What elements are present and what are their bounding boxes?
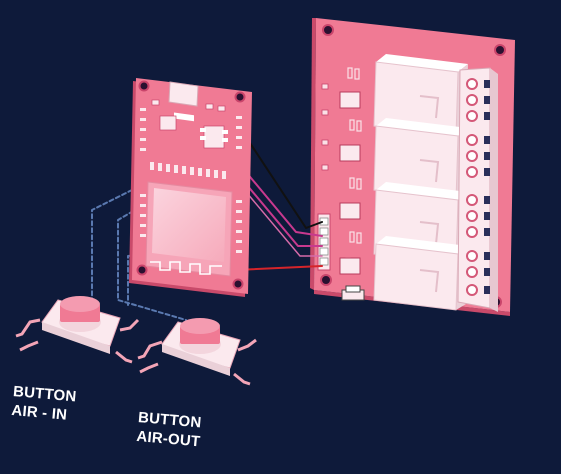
wire-magenta-2 [235, 171, 323, 247]
esp-chip-small [200, 128, 228, 142]
esp-smd [151, 99, 226, 149]
usb-connector [168, 81, 199, 122]
wires [91, 129, 323, 321]
esp-board [129, 78, 252, 297]
relay-4 [373, 236, 468, 311]
jumper [341, 285, 365, 301]
esp-pins-top [150, 162, 226, 179]
screw-terminals [457, 67, 498, 312]
relay-blocks [373, 54, 468, 311]
smd-pads [321, 83, 329, 171]
esp-pins-right [236, 116, 242, 253]
label-button-air-out: BUTTON AIR-OUT [136, 408, 203, 451]
relay-module [310, 18, 515, 316]
transistors [339, 91, 361, 275]
wire-magenta-1 [235, 159, 323, 237]
mount-hole [494, 44, 506, 56]
push-button-air-in [15, 296, 140, 364]
mount-hole [320, 274, 332, 286]
wire-magenta-3 [235, 179, 323, 257]
antenna-trace [150, 261, 222, 275]
label-button-air-in: BUTTON AIR - IN [11, 382, 77, 425]
mount-hole [322, 24, 334, 36]
wifi-module [145, 181, 233, 277]
push-button-air-out [137, 318, 257, 386]
wire-button-in [91, 189, 133, 313]
esp-pins-left [140, 108, 146, 237]
